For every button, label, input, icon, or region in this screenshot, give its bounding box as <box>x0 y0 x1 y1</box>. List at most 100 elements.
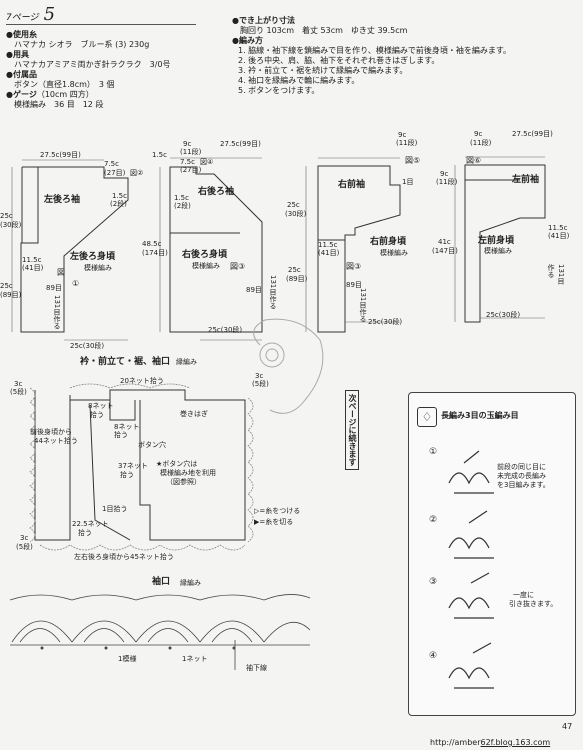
piece2-left3: (174目) <box>142 249 168 257</box>
method-heading: ●編み方 <box>232 36 263 45</box>
piece1-fig: 図 <box>57 268 65 277</box>
piece4-pattern: 模様編み <box>484 247 512 255</box>
piece1-r: 131目作る <box>53 295 61 330</box>
piece4-b: 25c(30段) <box>486 311 521 319</box>
edging-label-16: 模様編み地を利用 <box>160 469 216 477</box>
edging-label-2: 20ネット拾う <box>120 377 164 385</box>
step-1-text-1: 前段の同じ目に <box>497 463 546 471</box>
piece1-h: 25c <box>0 212 13 220</box>
piece2-top3: 27.5c(99目) <box>220 140 261 148</box>
piece2-r4: (89目) <box>286 275 308 283</box>
cuff-label-net: 1ネット <box>182 655 208 663</box>
piece4-top1: 9c <box>474 130 483 138</box>
piece4-w2: (41目) <box>548 232 570 240</box>
piece4-l2: (11段) <box>436 178 458 186</box>
cuff-label-repeat: 1模様 <box>118 655 137 663</box>
piece1-h4: (89目) <box>0 291 22 299</box>
step-4: 4. 袖口を縁編みで輪に編みます。 <box>238 76 360 85</box>
instructions-block: ●でき上がり寸法 胸回り 103cm 着丈 53cm ゆき丈 39.5cm ●編… <box>232 16 577 96</box>
step-3: 3. 衿・前立て・裾を続けて縁編みで編みます。 <box>238 66 408 75</box>
piece3-r2: 131目作る <box>359 288 367 323</box>
piece3-n: 1目 <box>402 178 414 186</box>
piece4-r2: 作る <box>547 264 555 278</box>
edging-label-0: 3c <box>14 380 23 388</box>
piece2-top: 9c <box>183 140 192 148</box>
stitch-guide-title: 長編み3目の玉編み目 <box>441 411 519 420</box>
cuff-title: 袖口 <box>152 577 171 587</box>
piece3-sleeve-label: 右前袖 <box>338 180 366 190</box>
yarn-text: ハマナカ シオラ ブルー系 (3) 230g <box>14 40 150 49</box>
edging-label-14: 拾う <box>120 471 134 479</box>
piece2-pattern: 模様編み <box>192 262 220 270</box>
edging-label-25: ▶=糸を切る <box>254 518 294 526</box>
stitch-icon: ♢ <box>417 407 437 427</box>
piece3-pattern: 模様編み <box>380 249 408 257</box>
piece3-w2: (41目) <box>318 249 340 257</box>
piece3-top2: (11段) <box>396 139 418 147</box>
edging-label-7: 8ネット <box>88 402 114 410</box>
page-footer-number: 47 <box>562 722 573 731</box>
piece3-w1: 11.5c <box>318 241 338 249</box>
materials-block: ●使用糸 ハマナカ シオラ ブルー系 (3) 230g ●用具 ハマナカアミアミ… <box>6 30 216 110</box>
edging-label-4: (5段) <box>252 380 269 388</box>
piece1-w: 25c(30段) <box>70 342 105 350</box>
piece3-fig2: 図③ <box>346 262 362 271</box>
piece1-pattern: 模様編み <box>84 264 112 272</box>
piece2-sleeve-label: 右後ろ袖 <box>198 187 235 197</box>
edging-label-3: 3c <box>255 372 264 380</box>
edging-label-6: 44ネット拾う <box>34 437 78 445</box>
piece1-s: 1.5c <box>112 192 127 200</box>
piece2-s1: 7.5c <box>180 158 195 166</box>
edging-label-13: 37ネット <box>118 462 148 470</box>
edging-label-11: 巻きはぎ <box>180 410 208 418</box>
tools-heading: ●用具 <box>6 50 29 59</box>
stitch-illustrations <box>448 450 494 689</box>
step-4-num: ④ <box>429 651 438 661</box>
step-5: 5. ボタンをつけます。 <box>238 86 320 95</box>
footer-url-part1: http://amber <box>430 738 481 747</box>
piece4-sleeve-label: 左前袖 <box>512 175 540 185</box>
piece2-top2: (11段) <box>180 148 202 156</box>
footer-url: http://amber62f.blog.163.com <box>430 738 550 748</box>
size-text: 胸回り 103cm 着丈 53cm ゆき丈 39.5cm <box>240 26 408 35</box>
piece1-body-label: 左後ろ身頃 <box>70 252 116 262</box>
piece4-top2: (11段) <box>470 139 492 147</box>
piece2-r1: 89目 <box>246 286 262 294</box>
piece3-r1: 89目 <box>346 281 362 289</box>
continued-note: 次ページに続きます <box>345 390 359 470</box>
piece2-fig: 図④ <box>200 158 214 166</box>
stitch-guide-panel: ♢ 長編み3目の玉編み目 ① 前段の同じ目に 未完成の長編み を3目編みます。 … <box>408 392 576 716</box>
piece1-fig2: 図② <box>130 169 144 177</box>
piece2-side1: 25c <box>287 201 300 209</box>
cuff-subtitle: 縁編み <box>180 579 201 587</box>
step-1: 1. 脇線・袖下線を鎖編みで目を作り、模様編みで前後身頃・袖を編みます。 <box>238 46 512 55</box>
piece2-s2: (27目) <box>180 166 202 174</box>
step-2-num: ② <box>429 515 438 525</box>
piece1-figno: ① <box>72 279 80 288</box>
piece4-l3: 41c <box>438 238 451 246</box>
header-rule <box>6 24 196 25</box>
step-1-text-3: を3目編みます。 <box>497 481 550 489</box>
edging-label-12: ボタン穴 <box>138 441 166 449</box>
size-heading: ●でき上がり寸法 <box>232 16 295 25</box>
piece2-left2: 48.5c <box>142 240 162 248</box>
edging-label-23: 左右後ろ身頃から45ネット拾う <box>74 553 174 561</box>
piece2-r2: 131目作る <box>269 275 277 310</box>
piece1-wrist: 11.5c <box>22 256 42 264</box>
cuff-label-sleeve-line: 袖下線 <box>246 664 267 672</box>
edging-label-24: ▷=糸をつける <box>254 507 301 515</box>
piece1-top2: 7.5c <box>104 160 119 168</box>
edging-label-10: 拾う <box>114 431 128 439</box>
piece4-r1: 131目 <box>557 264 565 285</box>
piece1-sleeve-label: 左後ろ袖 <box>44 195 81 205</box>
piece2-left1: 1.5c <box>152 151 167 159</box>
edging-subtitle: 縁編み <box>176 358 197 366</box>
step-1-num: ① <box>429 447 438 457</box>
edging-label-20: 拾う <box>78 529 92 537</box>
step-3-text-1: 一度に <box>513 591 534 599</box>
piece1-wrist2: (41目) <box>22 264 44 272</box>
piece4-w1: 11.5c <box>548 224 568 232</box>
piece3-fig: 図⑤ <box>405 156 421 165</box>
edging-label-19: 22.5ネット <box>72 520 109 528</box>
